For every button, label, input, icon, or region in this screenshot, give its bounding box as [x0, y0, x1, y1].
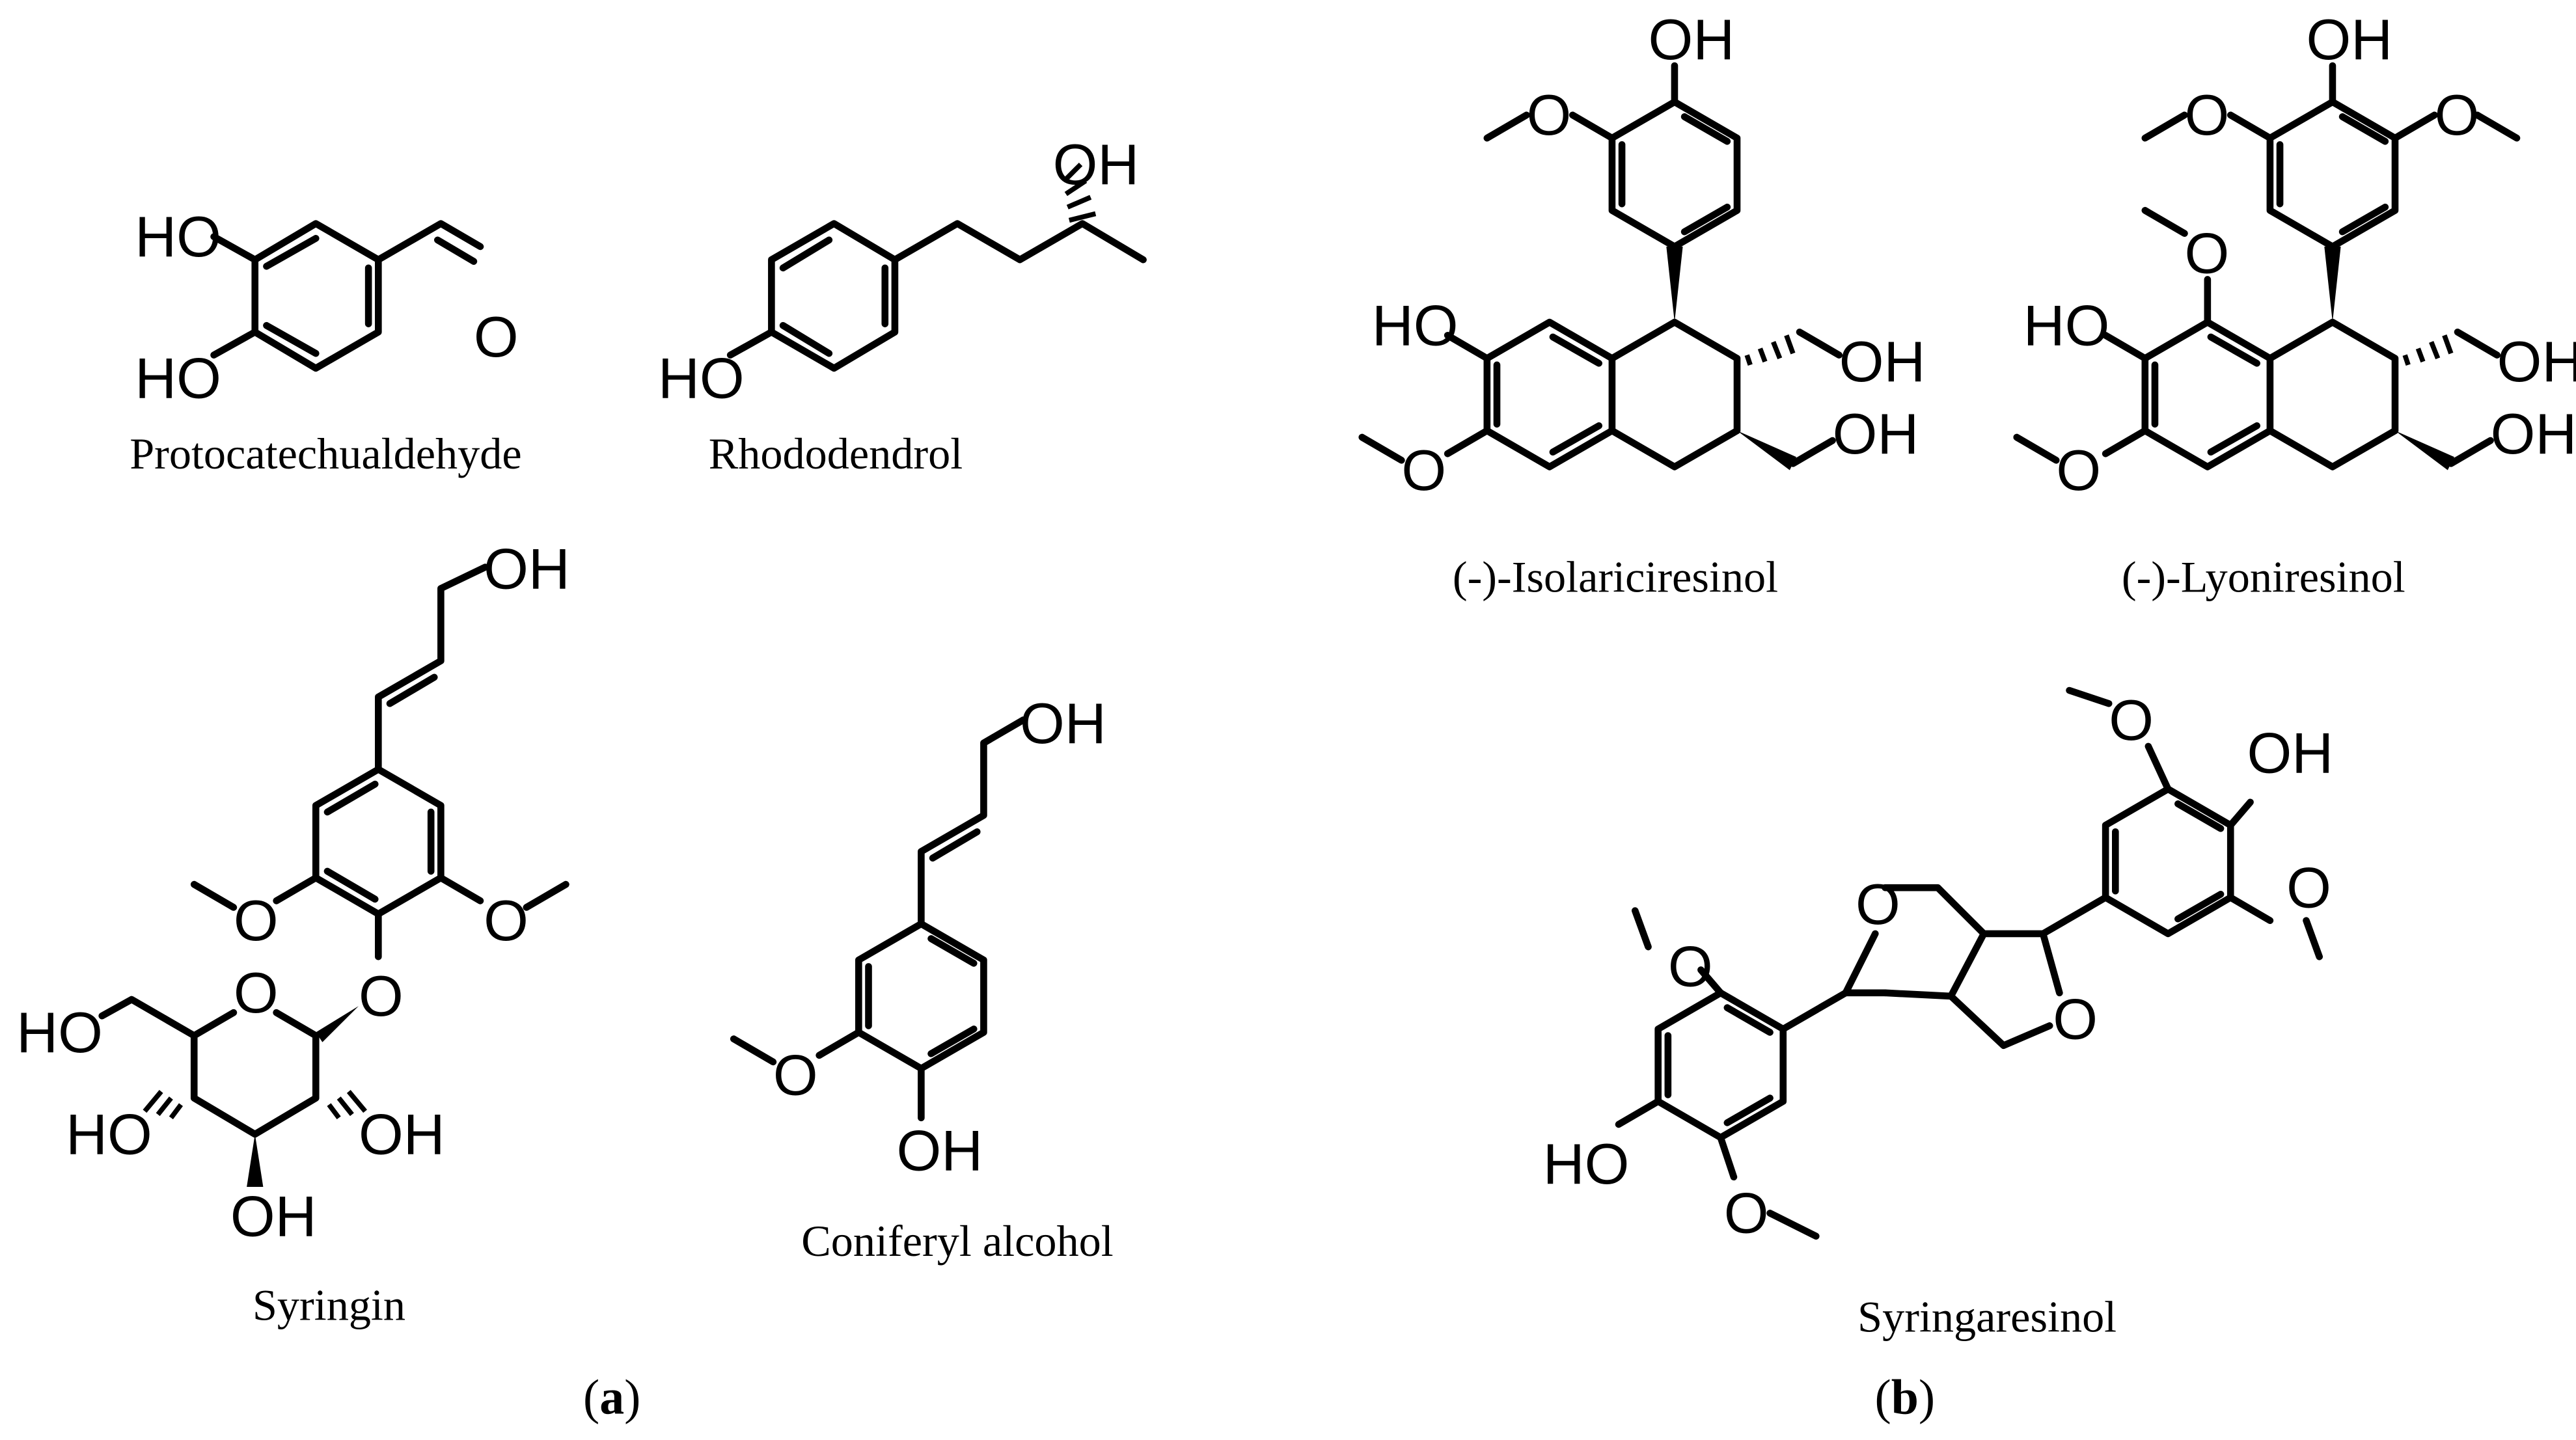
syringaresinol-structure: O OH O O O O HO O	[1543, 686, 2334, 1245]
isolariciresinol-structure: OH O OH OH HO O	[1358, 7, 1926, 502]
methoxy-oxygen-label: O	[484, 888, 528, 953]
glycosidic-oxygen-label: O	[359, 964, 404, 1028]
methoxy-oxygen-label: O	[2109, 688, 2154, 752]
lyoniresinol-structure: OH O O O OH OH HO O	[2013, 7, 2576, 502]
hydroxyl-label: OH	[230, 1184, 317, 1249]
methoxy-oxygen-label: O	[2184, 83, 2229, 147]
hydroxyl-label: OH	[484, 536, 570, 601]
hydroxyl-label: OH	[1020, 691, 1106, 755]
hydroxyl-label: OH	[359, 1102, 445, 1166]
ring-oxygen-label: O	[1856, 872, 1900, 936]
hydroxyl-label: OH	[2306, 7, 2392, 72]
hydroxyl-label: OH	[2491, 401, 2576, 466]
hydroxyl-label: HO	[16, 1000, 103, 1065]
compound-name-protocatechualdehyde: Protocatechualdehyde	[130, 429, 521, 478]
methoxy-oxygen-label: O	[234, 888, 279, 953]
hydroxyl-label: HO	[1543, 1132, 1630, 1196]
compound-name-syringin: Syringin	[253, 1281, 405, 1330]
panel-label-b: (b)	[1874, 1370, 1935, 1425]
rhododendrol-structure: HO OH	[658, 132, 1147, 410]
ring-oxygen-label: O	[234, 960, 279, 1025]
hydroxyl-label: HO	[2023, 293, 2110, 358]
hydroxyl-label: HO	[1372, 293, 1459, 358]
hydroxyl-label: OH	[896, 1119, 983, 1183]
methoxy-oxygen-label: O	[2184, 221, 2229, 285]
protocatechualdehyde-structure: HO HO O	[135, 204, 518, 410]
hydroxyl-label: OH	[2247, 720, 2334, 785]
methoxy-oxygen-label: O	[773, 1043, 818, 1107]
hydroxyl-label: OH	[1053, 132, 1140, 197]
methoxy-oxygen-label: O	[2286, 856, 2331, 920]
hydroxyl-label: OH	[2497, 329, 2576, 394]
compound-name-lyoniresinol: (-)-Lyoniresinol	[2122, 552, 2405, 601]
hydroxyl-label: OH	[1833, 401, 1919, 466]
methoxy-oxygen-label: O	[2435, 83, 2480, 147]
hydroxyl-label: HO	[658, 346, 745, 410]
compound-name-isolariciresinol: (-)-Isolariciresinol	[1453, 552, 1778, 601]
compound-name-rhododendrol: Rhododendrol	[709, 429, 963, 478]
carbonyl-oxygen-label: O	[474, 305, 519, 369]
hydroxyl-label: OH	[1839, 329, 1926, 394]
methoxy-oxygen-label: O	[1724, 1181, 1769, 1245]
syringin-structure: OH O O O O HO HO OH OH	[16, 536, 569, 1248]
hydroxyl-label: HO	[135, 346, 221, 410]
coniferyl-alcohol-structure: OH O OH	[730, 691, 1106, 1183]
compound-name-syringaresinol: Syringaresinol	[1857, 1292, 2117, 1341]
ring-oxygen-label: O	[2053, 987, 2098, 1052]
methoxy-oxygen-label: O	[1526, 83, 1571, 147]
panel-label-a: (a)	[583, 1370, 640, 1425]
methoxy-oxygen-label: O	[2056, 438, 2101, 502]
hydroxyl-label: HO	[66, 1102, 152, 1166]
methoxy-oxygen-label: O	[1401, 438, 1446, 502]
hydroxyl-label: HO	[135, 204, 221, 269]
compound-name-coniferyl-alcohol: Coniferyl alcohol	[801, 1216, 1113, 1266]
methoxy-oxygen-label: O	[1668, 934, 1713, 999]
hydroxyl-label: OH	[1649, 7, 1735, 72]
